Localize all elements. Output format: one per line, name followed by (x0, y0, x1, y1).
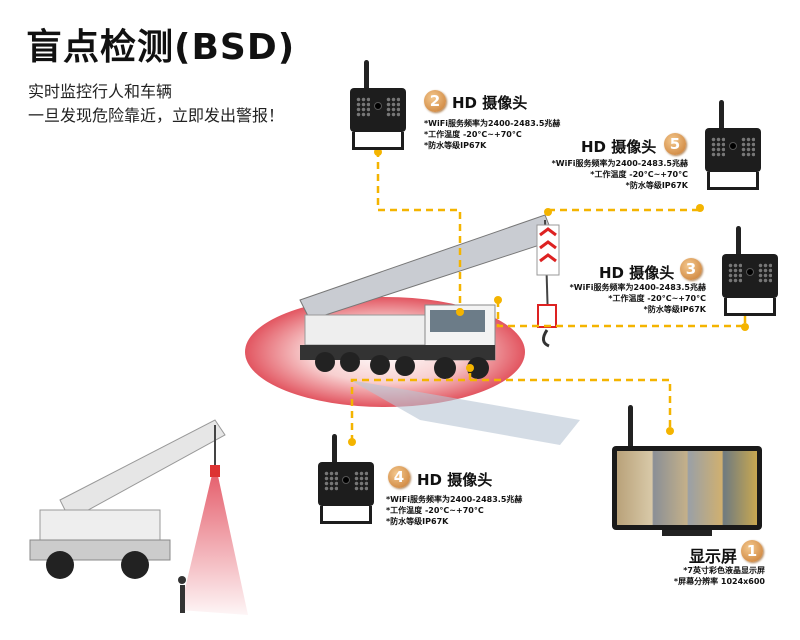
monitor-screen (617, 451, 757, 525)
camera-5-specs: *WiFi服务频率为2400-2483.5兆赫*工作温度 -20°C~+70°C… (551, 159, 688, 190)
camera-2-specs: *WiFi服务频率为2400-2483.5兆赫*工作温度 -20°C~+70°C… (424, 119, 561, 150)
camera-5-badge: 5 (664, 133, 686, 155)
small-crane-icon (29, 419, 248, 615)
camera-5-label: HD 摄像头 (581, 138, 657, 156)
subtitle-line-1: 实时监控行人和车辆 (28, 82, 173, 101)
monitor-specs: *7英寸彩色液晶显示屏*屏幕分辨率 1024x600 (673, 566, 765, 586)
subtitle-line-2: 一旦发现危险靠近，立即发出警报！ (28, 106, 285, 125)
monitor-stand (662, 530, 712, 536)
monitor-antenna (628, 405, 633, 450)
crane-shadow (350, 380, 580, 445)
camera-3-label: HD 摄像头 (599, 264, 675, 282)
camera-3-image (722, 226, 778, 316)
connector-lines (350, 150, 747, 442)
monitor-badge: 1 (741, 540, 763, 562)
camera-2-image (350, 60, 406, 150)
truck-crane-icon (299, 214, 560, 379)
camera-3-specs: *WiFi服务频率为2400-2483.5兆赫*工作温度 -20°C~+70°C… (569, 283, 706, 314)
camera-4-label: HD 摄像头 (417, 471, 493, 489)
camera-2-badge: 2 (424, 90, 446, 112)
camera-4-image (318, 434, 374, 524)
camera-5-image (705, 100, 761, 190)
camera-4-badge: 4 (388, 466, 410, 488)
camera-2-label: HD 摄像头 (452, 94, 528, 112)
monitor-label: 显示屏 (689, 547, 738, 566)
page-title: 盲点检测(BSD) (26, 27, 296, 68)
monitor-image (612, 446, 762, 530)
camera-4-specs: *WiFi服务频率为2400-2483.5兆赫*工作温度 -20°C~+70°C… (386, 495, 523, 526)
camera-3-badge: 3 (680, 258, 702, 280)
